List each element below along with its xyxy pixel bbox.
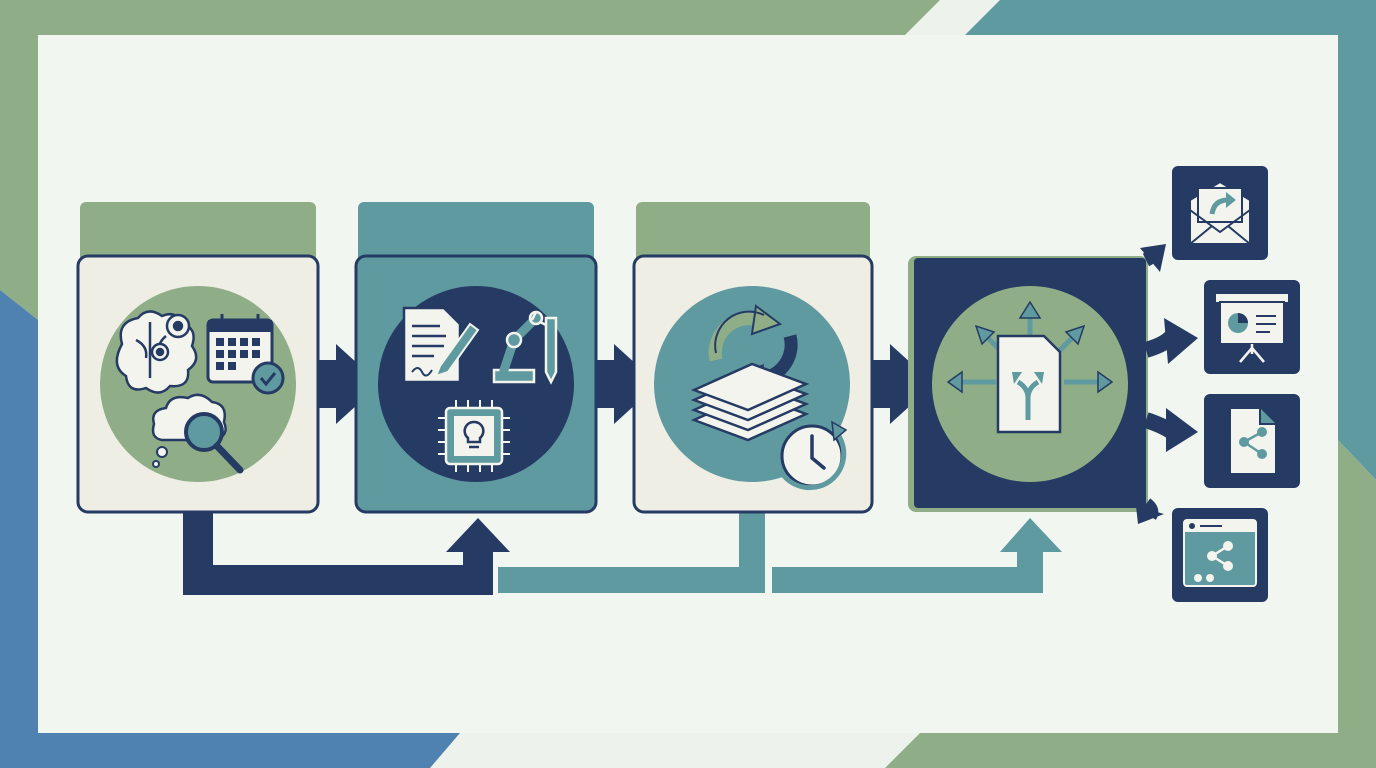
document-pen-icon xyxy=(402,306,480,384)
social-post-share-icon xyxy=(1183,519,1257,587)
arrow-stage-1-to-2 xyxy=(318,344,380,424)
stage-3-tab xyxy=(636,202,870,264)
top-right-band xyxy=(965,0,1376,35)
channel-social xyxy=(1172,508,1268,602)
distribution-arrows xyxy=(1136,244,1198,524)
thought-cloud-search-icon xyxy=(151,393,244,474)
right-bottom-band xyxy=(1338,440,1376,768)
stage-repurposing xyxy=(632,202,874,514)
channel-presentation xyxy=(1204,280,1300,374)
stage-1-tab xyxy=(80,202,316,264)
stage-creation xyxy=(354,202,598,514)
split-arrows-document-icon xyxy=(946,300,1114,434)
chip-lightbulb-icon xyxy=(438,400,510,472)
connector-1-to-2 xyxy=(183,512,493,595)
arrow-stage-2-to-3 xyxy=(596,344,658,424)
stage-distribution xyxy=(908,244,1198,524)
email-share-icon xyxy=(1189,180,1251,245)
channel-document xyxy=(1204,394,1300,488)
left-top-band xyxy=(0,0,38,320)
clock-refresh-icon xyxy=(773,420,848,491)
stage-2-tab xyxy=(358,202,594,264)
arrow-stage-3-to-4 xyxy=(872,344,934,424)
arrow-to-presentation xyxy=(1164,318,1198,364)
connector-3-to-2 xyxy=(498,512,765,593)
left-bottom-band xyxy=(0,290,38,768)
bottom-left-band xyxy=(0,733,460,768)
channel-email xyxy=(1172,166,1268,260)
robot-arm-pen-icon xyxy=(492,310,558,385)
document-share-icon xyxy=(1229,407,1277,475)
stage-ideation xyxy=(76,202,320,514)
connector-3-to-4 xyxy=(772,548,1043,593)
connector-arrowhead-2 xyxy=(446,518,510,552)
top-left-band xyxy=(0,0,940,35)
right-top-band xyxy=(1338,0,1376,480)
arrow-to-social xyxy=(1136,506,1164,524)
stacked-pages-icon xyxy=(690,362,810,442)
bottom-right-band xyxy=(885,733,1376,768)
calendar-check-icon xyxy=(206,314,285,395)
arrow-to-document xyxy=(1166,408,1198,452)
brain-gears-icon xyxy=(115,310,198,394)
connector-arrowhead-4 xyxy=(1000,518,1062,552)
arrow-to-email xyxy=(1140,244,1166,272)
feedback-connectors xyxy=(183,512,1062,595)
presentation-icon xyxy=(1216,294,1288,363)
